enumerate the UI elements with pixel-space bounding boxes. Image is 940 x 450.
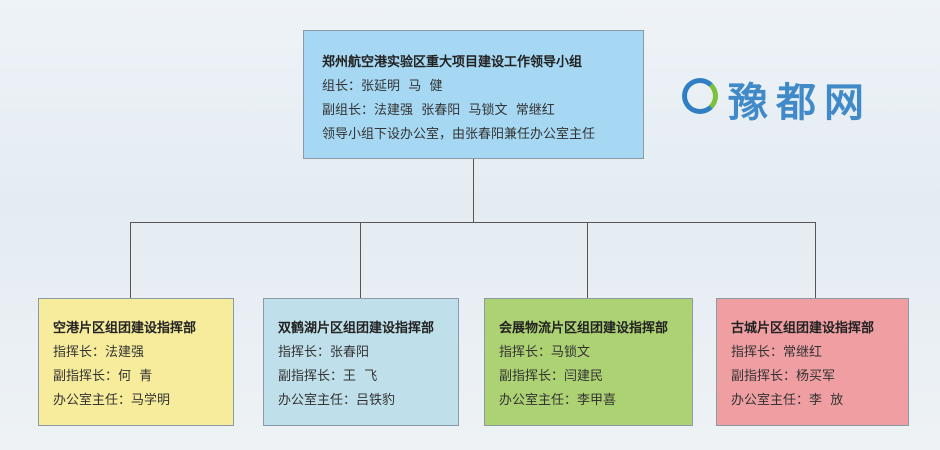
branch-title: 空港片区组团建设指挥部 bbox=[53, 321, 197, 336]
connector-drop bbox=[587, 222, 588, 298]
deputy-commander-line: 副指挥长：闫建民 bbox=[499, 369, 604, 384]
commander-line: 指挥长：张春阳 bbox=[278, 345, 370, 360]
deputy-commander-line: 副指挥长：杨买军 bbox=[731, 369, 836, 384]
leading-group-box: 郑州航空港实验区重大项目建设工作领导小组 组长：张延明 马 健 副组长：法建强 … bbox=[303, 30, 644, 159]
office-director-line: 办公室主任：吕铁豹 bbox=[278, 393, 396, 408]
commander-line: 指挥长：常继红 bbox=[731, 345, 823, 360]
office-director-line: 办公室主任：李甲喜 bbox=[499, 393, 617, 408]
connector-drop bbox=[360, 222, 361, 298]
watermark: 豫都网 bbox=[728, 80, 872, 126]
watermark-logo-icon bbox=[682, 78, 718, 114]
office-line: 领导小组下设办公室，由张春阳兼任办公室主任 bbox=[322, 127, 596, 142]
branch-box-shuanghehu: 双鹤湖片区组团建设指挥部 指挥长：张春阳 副指挥长：王 飞 办公室主任：吕铁豹 bbox=[263, 298, 459, 426]
connector-trunk bbox=[473, 159, 474, 222]
commander-line: 指挥长：马锁文 bbox=[499, 345, 591, 360]
branch-title: 会展物流片区组团建设指挥部 bbox=[499, 321, 669, 336]
leader-line: 组长：张延明 马 健 bbox=[322, 79, 443, 94]
deputy-commander-line: 副指挥长：王 飞 bbox=[278, 369, 378, 384]
branch-box-gucheng: 古城片区组团建设指挥部 指挥长：常继红 副指挥长：杨买军 办公室主任：李 放 bbox=[716, 298, 909, 426]
connector-drop bbox=[815, 222, 816, 298]
leading-group-title: 郑州航空港实验区重大项目建设工作领导小组 bbox=[322, 55, 583, 70]
commander-line: 指挥长：法建强 bbox=[53, 345, 145, 360]
connector-horizontal bbox=[130, 222, 816, 223]
office-director-line: 办公室主任：李 放 bbox=[731, 393, 844, 408]
branch-box-konggang: 空港片区组团建设指挥部 指挥长：法建强 副指挥长：何 青 办公室主任：马学明 bbox=[38, 298, 234, 426]
connector-drop bbox=[130, 222, 131, 298]
branch-title: 古城片区组团建设指挥部 bbox=[731, 321, 875, 336]
deputy-commander-line: 副指挥长：何 青 bbox=[53, 369, 153, 384]
deputy-leader-line: 副组长：法建强 张春阳 马锁文 常继红 bbox=[322, 103, 555, 118]
branch-title: 双鹤湖片区组团建设指挥部 bbox=[278, 321, 435, 336]
office-director-line: 办公室主任：马学明 bbox=[53, 393, 171, 408]
branch-box-huizhan-wuliu: 会展物流片区组团建设指挥部 指挥长：马锁文 副指挥长：闫建民 办公室主任：李甲喜 bbox=[484, 298, 693, 426]
